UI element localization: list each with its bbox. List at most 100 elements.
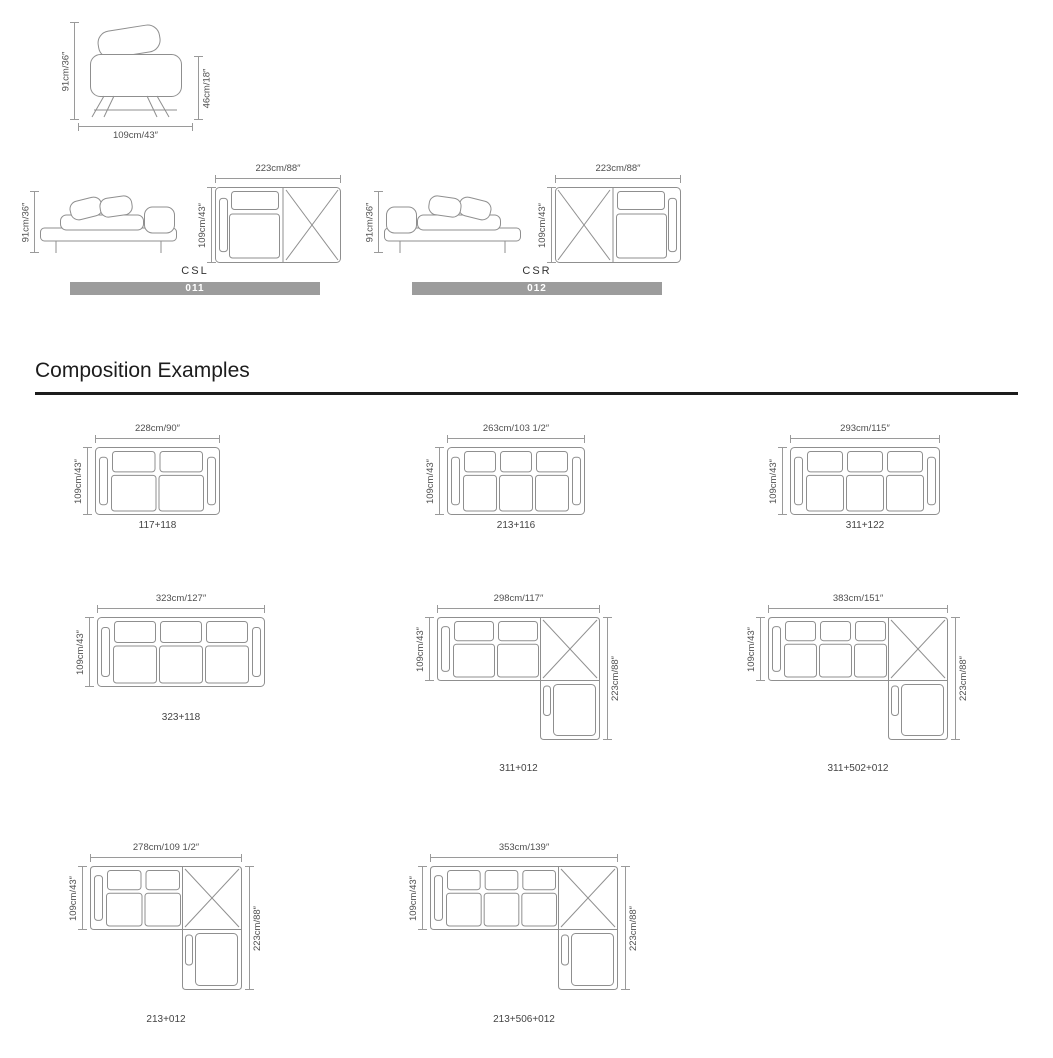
dimension-line xyxy=(90,854,242,862)
csl-height-dimension: 91cm/36″ xyxy=(20,191,39,253)
depth-label-holder: 109cm/43″ xyxy=(746,617,758,681)
chaise-length-label-holder: 223cm/88″ xyxy=(958,617,970,740)
chaise-length-dimension: 223cm/88″ xyxy=(603,617,622,740)
depth-label-holder: 109cm/43″ xyxy=(768,447,780,515)
composition-code: 213+506+012 xyxy=(493,1014,555,1025)
width-dimension: 383cm/151″ xyxy=(768,593,948,613)
csl-length-dimension: 223cm/88″ xyxy=(215,163,341,183)
csl-depth-dimension: 109cm/43″ xyxy=(197,187,216,263)
csl-unit-name: CSL xyxy=(181,265,209,277)
csr-length-dimension: 223cm/88″ xyxy=(555,163,681,183)
sofa-top-view-drawing xyxy=(447,447,585,515)
dimension-line xyxy=(768,605,948,613)
csr-depth-label-holder: 109cm/43″ xyxy=(537,187,549,263)
width-dimension: 278cm/109 1/2″ xyxy=(90,842,242,862)
composition-code: 311+012 xyxy=(499,763,538,774)
width-label: 228cm/90″ xyxy=(134,423,181,434)
composition-code: 311+122 xyxy=(845,520,885,531)
csl-side-view-drawing xyxy=(40,195,177,253)
width-label: 263cm/103 1/2″ xyxy=(482,423,550,434)
composition-block: 383cm/151″ 109cm/43″ 223cm/88″ 311+502+0… xyxy=(746,593,991,783)
csr-height-label: 91cm/36″ xyxy=(364,202,376,242)
dimension-line xyxy=(756,617,765,681)
csr-height-dimension: 91cm/36″ xyxy=(364,191,383,253)
chaise-length-label: 223cm/88″ xyxy=(610,655,622,702)
dimension-line xyxy=(70,22,79,120)
dimension-line xyxy=(194,56,203,120)
dimension-line xyxy=(78,123,193,131)
composition-block: 353cm/139″ 109cm/43″ 223cm/88″ 213+506+0… xyxy=(408,842,663,1037)
chaise-length-dimension: 223cm/88″ xyxy=(951,617,970,740)
armchair-height-label-holder: 91cm/36″ xyxy=(60,22,72,120)
dimension-line xyxy=(430,854,618,862)
dimension-line xyxy=(951,617,960,740)
dimension-line xyxy=(778,447,787,515)
csr-top-view-drawing xyxy=(555,187,681,263)
sectional-top-view-drawing xyxy=(768,617,948,740)
dimension-line xyxy=(215,175,341,183)
width-dimension: 353cm/139″ xyxy=(430,842,618,862)
depth-label-holder: 109cm/43″ xyxy=(68,866,80,930)
dimension-line xyxy=(603,617,612,740)
chaise-length-label-holder: 223cm/88″ xyxy=(610,617,622,740)
depth-dimension: 109cm/43″ xyxy=(746,617,765,681)
dimension-line xyxy=(97,605,265,613)
depth-label-holder: 109cm/43″ xyxy=(408,866,420,930)
armchair-height-dimension: 91cm/36″ xyxy=(60,22,79,120)
armchair-seat-height-label-holder: 46cm/18″ xyxy=(201,56,213,120)
chaise-length-label-holder: 223cm/88″ xyxy=(628,866,640,990)
depth-label: 109cm/43″ xyxy=(73,458,85,504)
csr-depth-dimension: 109cm/43″ xyxy=(537,187,556,263)
armchair-seat-height-dimension: 46cm/18″ xyxy=(194,56,213,120)
armchair-height-label: 91cm/36″ xyxy=(60,51,72,91)
depth-label-holder: 109cm/43″ xyxy=(73,447,85,515)
depth-label: 109cm/43″ xyxy=(415,626,427,672)
dimension-line xyxy=(245,866,254,990)
width-dimension: 228cm/90″ xyxy=(95,423,220,443)
depth-label-holder: 109cm/43″ xyxy=(415,617,427,681)
section-divider xyxy=(35,392,1018,395)
depth-dimension: 109cm/43″ xyxy=(75,617,94,687)
csl-top-view-drawing xyxy=(215,187,341,263)
sectional-top-view-drawing xyxy=(437,617,600,740)
armchair-width-dimension: 109cm/43″ xyxy=(78,123,193,142)
dimension-line xyxy=(374,191,383,253)
width-label: 323cm/127″ xyxy=(155,593,207,604)
depth-label: 109cm/43″ xyxy=(768,458,780,504)
dimension-line xyxy=(621,866,630,990)
depth-label: 109cm/43″ xyxy=(746,626,758,672)
sofa-top-view-drawing xyxy=(790,447,940,515)
depth-dimension: 109cm/43″ xyxy=(408,866,427,930)
sofa-top-view-drawing xyxy=(97,617,265,687)
depth-label-holder: 109cm/43″ xyxy=(425,447,437,515)
depth-label: 109cm/43″ xyxy=(75,629,87,675)
depth-label: 109cm/43″ xyxy=(425,458,437,504)
dimension-line xyxy=(447,435,585,443)
depth-label: 109cm/43″ xyxy=(68,875,80,921)
csl-height-label-holder: 91cm/36″ xyxy=(20,191,32,253)
csr-unit-name: CSR xyxy=(522,265,552,277)
depth-dimension: 109cm/43″ xyxy=(768,447,787,515)
csr-length-label: 223cm/88″ xyxy=(595,163,641,174)
dimension-line xyxy=(83,447,92,515)
composition-block: 263cm/103 1/2″ 109cm/43″ 213+116 xyxy=(425,423,605,538)
depth-dimension: 109cm/43″ xyxy=(415,617,434,681)
dimension-line xyxy=(435,447,444,515)
sectional-top-view-drawing xyxy=(90,866,242,990)
dimension-line xyxy=(547,187,556,263)
composition-block: 293cm/115″ 109cm/43″ 311+122 xyxy=(768,423,960,538)
armchair-width-label: 109cm/43″ xyxy=(112,130,159,141)
dimension-line xyxy=(425,617,434,681)
width-dimension: 298cm/117″ xyxy=(437,593,600,613)
width-label: 383cm/151″ xyxy=(832,593,884,604)
width-label: 293cm/115″ xyxy=(840,423,890,434)
composition-code: 117+118 xyxy=(138,520,177,531)
csr-side-view-drawing xyxy=(384,195,521,253)
armchair-figure: 91cm/36″ 46cm/18″ 109cm/43″ xyxy=(34,6,254,146)
armchair-side-view-drawing xyxy=(90,24,182,118)
composition-code: 213+012 xyxy=(146,1014,186,1025)
armchair-seat-height-label: 46cm/18″ xyxy=(201,68,213,108)
chaise-length-label: 223cm/88″ xyxy=(252,905,264,951)
composition-code: 323+118 xyxy=(161,712,201,723)
